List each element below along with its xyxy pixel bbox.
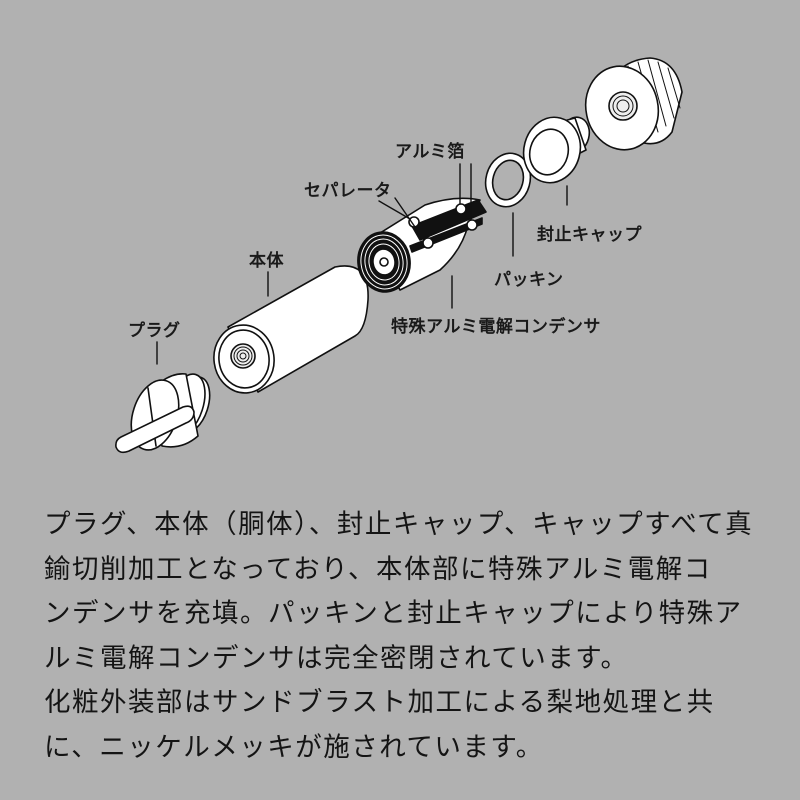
capacitor-part (357, 197, 487, 293)
description-line: に、ニッケルメッキが施されています。 (44, 731, 544, 763)
leader-lines (156, 163, 568, 365)
description-text: プラグ、本体（胴体）、封止キャップ、キャップすべて真 鍮切削加工となっており、本… (44, 503, 774, 770)
separator-label: セパレータ (304, 181, 392, 201)
aluminum-foil-label: アルミ箔 (395, 142, 465, 162)
plug-label: プラグ (128, 321, 181, 341)
cap-part (584, 57, 683, 151)
diagram-illustration (115, 57, 683, 454)
description-line: ルミ電解コンデンサは完全密閉されています。 (44, 642, 629, 674)
capacitor-label: 特殊アルミ電解コンデンサ (391, 317, 601, 337)
description-line: 化粧外装部はサンドブラスト加工による梨地処理と共 (44, 687, 715, 718)
description-line: プラグ、本体（胴体）、封止キャップ、キャップすべて真 (44, 509, 754, 540)
packing-part (484, 152, 532, 208)
body-label: 本体 (249, 251, 284, 271)
body-part (213, 265, 369, 394)
sealing-cap-part (522, 116, 591, 184)
description-line: 鍮切削加工となっており、本体部に特殊アルミ電解コ (44, 553, 712, 585)
exploded-diagram: プラグ 本体 セパレータ アルミ箔 特殊アルミ電解コンデンサ パッキン 封止キャ… (115, 57, 683, 454)
plug-part (115, 373, 211, 454)
sealing-cap-label: 封止キャップ (537, 225, 642, 245)
packing-label: パッキン (494, 270, 564, 290)
description-line: ンデンサを充填。パッキンと封止キャップにより特殊ア (44, 598, 743, 629)
